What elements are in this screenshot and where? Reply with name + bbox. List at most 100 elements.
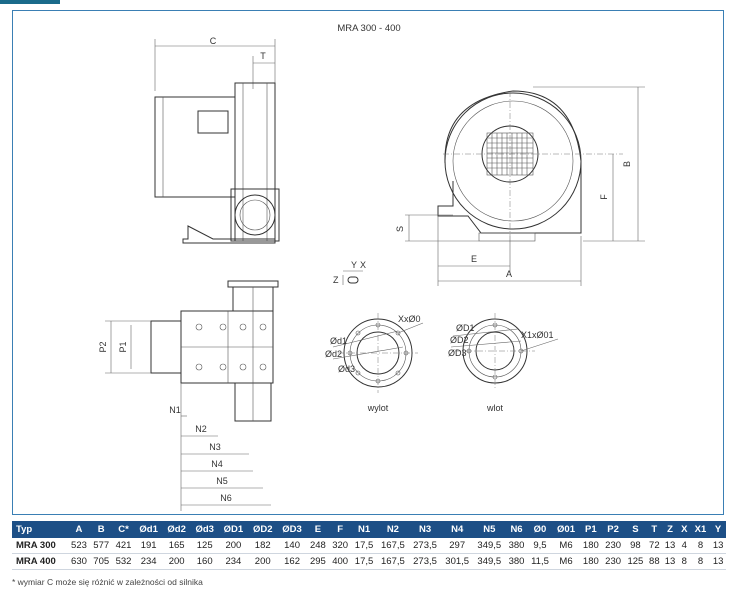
table-cell: 13 [662,538,678,554]
table-header-cell: S [624,521,647,538]
dim-label-x: X [360,260,366,270]
dim-label-n3: N3 [209,442,221,452]
table-cell: 630 [67,553,91,570]
table-cell: 273,5 [408,538,442,554]
label-x1xo01: X1xØ01 [521,330,554,340]
table-cell: 9,5 [527,538,553,554]
table-cell: 13 [662,553,678,570]
table-header-cell: Ø01 [552,521,580,538]
table-cell: 8 [677,553,691,570]
table-header-cell: Y [710,521,726,538]
table-cell: 200 [218,538,249,554]
table-cell: M6 [552,538,580,554]
table-cell: 200 [162,553,191,570]
table-cell: M6 [552,553,580,570]
label-od2: Ød2 [325,349,342,359]
table-cell: 160 [190,553,219,570]
table-cell: 140 [277,538,307,554]
label-oD2: ØD2 [450,335,469,345]
table-header-cell: T [646,521,663,538]
table-cell: 400 [329,553,352,570]
table-header-cell: N6 [505,521,528,538]
dim-label-c: C [210,36,217,46]
label-oD3: ØD3 [448,348,467,358]
label-wylot: wylot [367,403,389,413]
table-cell: 125 [624,553,647,570]
table-cell: 17,5 [351,538,377,554]
plan-view: P2 P1 N1 N2 N3 N4 N5 N6 [98,280,279,511]
dim-label-a: A [506,269,512,279]
side-view: C T [154,36,280,244]
dim-label-y: Y [351,260,357,270]
header-accent-bar [0,0,60,4]
table-header-cell: X [677,521,691,538]
table-cell: 167,5 [376,538,409,554]
table-header-cell: F [329,521,352,538]
table-header-cell: X1 [690,521,711,538]
table-cell: 88 [646,553,663,570]
table-cell: 13 [710,538,726,554]
label-oD1: ØD1 [456,323,475,333]
table-header-cell: E [306,521,330,538]
table-cell: 273,5 [408,553,442,570]
table-header-cell: ØD1 [218,521,249,538]
table-header-cell: B [90,521,113,538]
table-cell: 421 [112,538,135,554]
table-cell: MRA 400 [12,553,68,570]
dim-label-b: B [622,161,632,167]
dim-label-n1: N1 [169,405,181,415]
label-od3: Ød3 [338,364,355,374]
dim-label-p2: P2 [98,341,108,352]
table-cell: 4 [677,538,691,554]
table-cell: 8 [690,538,711,554]
table-header-cell: P2 [601,521,625,538]
table-cell: 162 [277,553,307,570]
dim-label-z: Z [333,275,339,285]
dim-label-n6: N6 [220,493,232,503]
table-header-cell: C* [112,521,135,538]
table-cell: 191 [134,538,163,554]
table-cell: 180 [579,553,602,570]
table-cell: 349,5 [473,538,506,554]
table-header-cell: N2 [376,521,409,538]
dim-label-n2: N2 [195,424,207,434]
front-view: B F S E A [395,86,645,286]
table-header-cell: N4 [441,521,474,538]
table-header-cell: Ød3 [190,521,219,538]
drawing-frame: MRA 300 - 400 C T [12,10,724,515]
table-cell: MRA 300 [12,538,68,554]
table-cell: 297 [441,538,474,554]
table-cell: 380 [505,553,528,570]
table-cell: 349,5 [473,553,506,570]
table-header-cell: N3 [408,521,442,538]
table-header-cell: N5 [473,521,506,538]
label-xxo0: XxØ0 [398,314,421,324]
table-cell: 8 [690,553,711,570]
table-header-cell: Typ [12,521,68,538]
drawing-title: MRA 300 - 400 [337,23,400,34]
table-cell: 167,5 [376,553,409,570]
table-cell: 230 [601,538,625,554]
table-header-cell: Ø0 [527,521,553,538]
footnote: * wymiar C może się różnić w zależności … [12,577,203,587]
table-header-cell: P1 [579,521,602,538]
table-header-cell: Ød2 [162,521,191,538]
table-cell: 230 [601,553,625,570]
table-cell: 72 [646,538,663,554]
table-cell: 320 [329,538,352,554]
outlet-flange-view: Ød1 Ød2 Ød3 XxØ0 wylot [325,313,424,413]
label-od1: Ød1 [330,336,347,346]
inlet-flange-view: ØD1 ØD2 ØD3 X1xØ01 wlot [448,313,559,413]
table-cell: 13 [710,553,726,570]
table-cell: 17,5 [351,553,377,570]
table-cell: 380 [505,538,528,554]
table-cell: 295 [306,553,330,570]
table-header-cell: Z [662,521,678,538]
dim-label-f: F [599,194,609,200]
table-cell: 165 [162,538,191,554]
hole-detail: Z Y X [333,260,366,285]
table-cell: 11,5 [527,553,553,570]
